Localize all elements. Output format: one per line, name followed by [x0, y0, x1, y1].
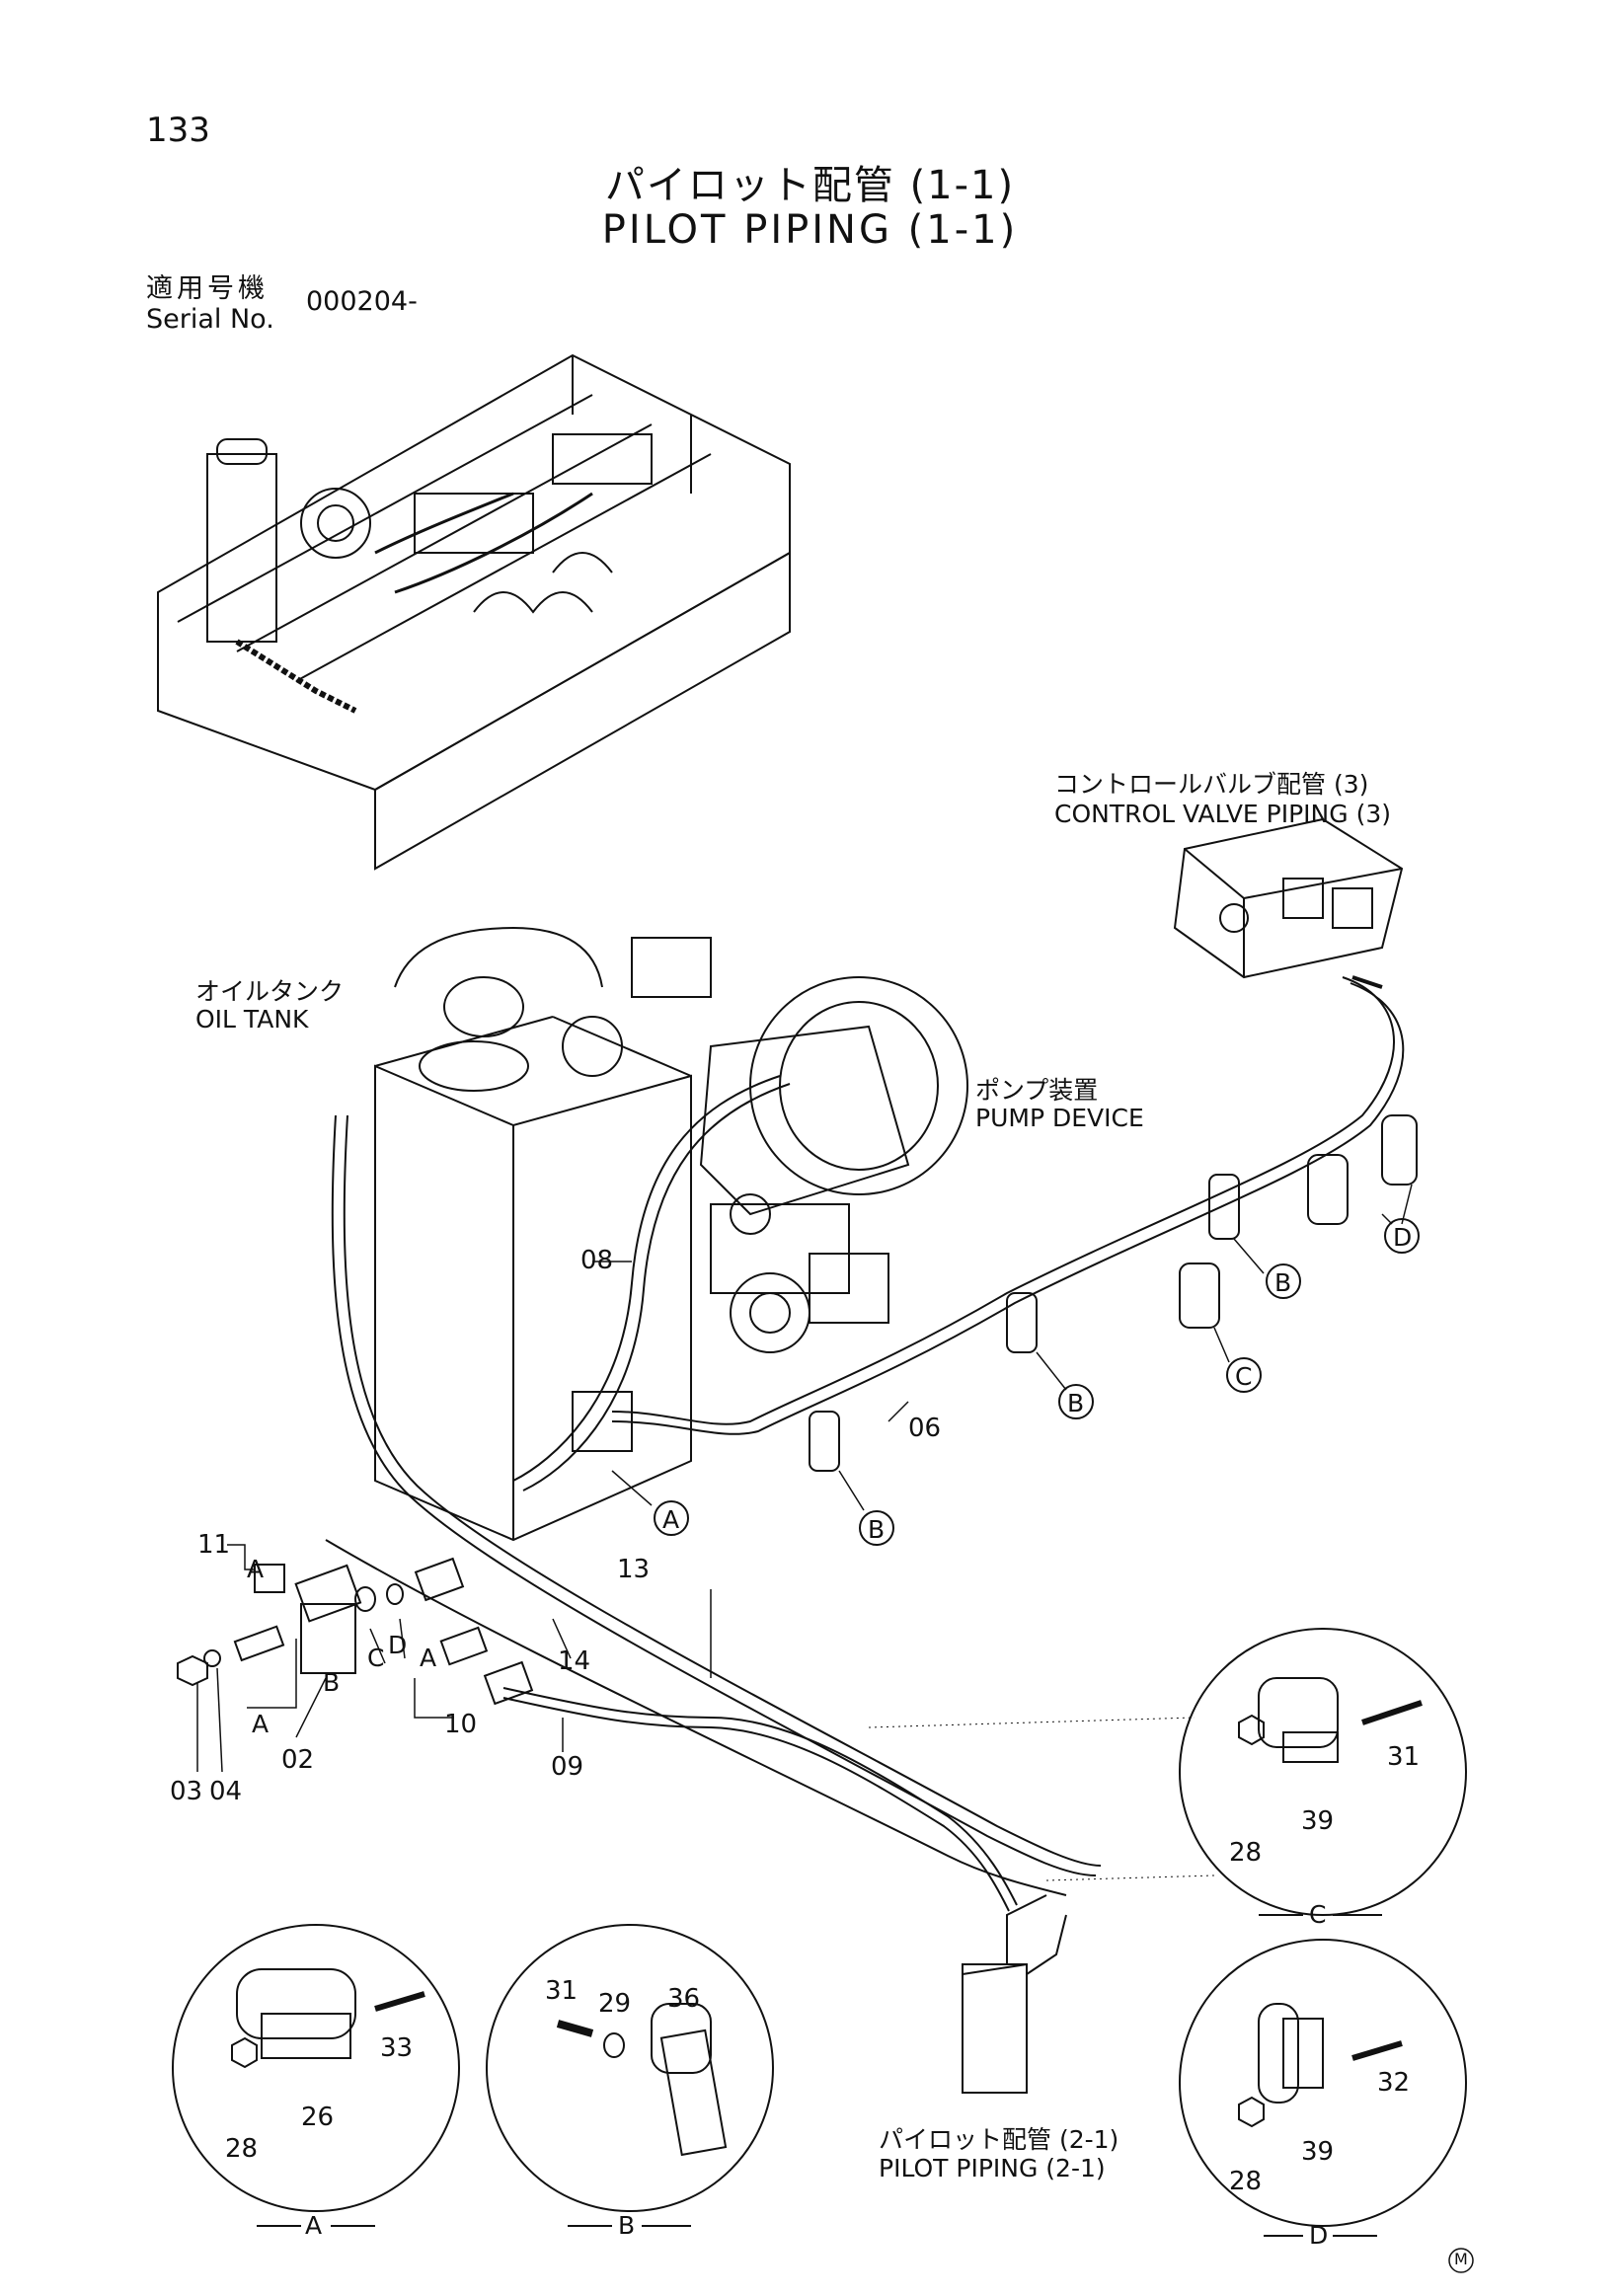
manufacturer-mark: M: [1454, 2250, 1468, 2268]
fitting-letter: A: [247, 1555, 265, 1583]
part-number-label: 11: [197, 1530, 231, 1560]
part-number-label: 08: [580, 1246, 614, 1275]
detail-views: [172, 1628, 1474, 2273]
part-number-label: 13: [617, 1555, 651, 1584]
part-number-label: 33: [380, 2033, 414, 2063]
part-number-label: 31: [545, 1976, 579, 2006]
part-number-label: 02: [281, 1745, 315, 1775]
detail-reference-lines: [868, 1717, 1215, 1881]
pilot-piping-label-en: PILOT PIPING (2-1): [879, 2154, 1106, 2182]
detail-b-circle: [486, 1924, 774, 2212]
pump-device-label-jp: ポンプ装置: [975, 1076, 1099, 1105]
leader-lines: [196, 1184, 1413, 1773]
mark-circle: [1448, 2248, 1474, 2273]
part-number-label: 06: [908, 1414, 942, 1443]
pilot-piping-label-jp: パイロット配管 (2-1): [879, 2125, 1119, 2154]
detail-label-c: C: [1309, 1900, 1327, 1929]
part-number-label: 39: [1301, 1806, 1335, 1836]
part-number-label: 28: [1229, 1838, 1263, 1868]
control-valve-drawing: [1173, 817, 1404, 989]
pipe-routing: [325, 976, 1405, 2094]
fitting-letter: C: [367, 1644, 385, 1672]
fittings: [177, 1557, 534, 1706]
part-number-label: 10: [444, 1710, 478, 1739]
part-number-label: 03: [170, 1777, 203, 1806]
callout-a: [654, 1500, 689, 1536]
fitting-letter: B: [323, 1668, 341, 1697]
part-number-label: 31: [1387, 1742, 1421, 1772]
clamps: [809, 1114, 1418, 1472]
callout-letter-b: B: [1067, 1389, 1085, 1417]
oil-tank-label-jp: オイルタンク: [195, 977, 345, 1006]
fitting-letter: A: [420, 1644, 437, 1672]
part-number-label: 14: [558, 1646, 591, 1676]
detail-label-b: B: [618, 2211, 636, 2240]
callout-letter-b: B: [868, 1515, 886, 1544]
callout-letter-d: D: [1393, 1223, 1413, 1252]
detail-a-circle: [172, 1924, 460, 2212]
machine-overview-drawing: [157, 353, 791, 871]
serial-label-en: Serial No.: [146, 304, 274, 335]
callout-d: [1384, 1218, 1420, 1254]
serial-label-jp: 適用号機: [146, 273, 269, 304]
detail-label-d: D: [1309, 2221, 1329, 2250]
serial-value: 000204-: [306, 286, 418, 317]
callout-b-1: [1266, 1263, 1301, 1299]
page-title-jp: パイロット配管 (1-1): [604, 163, 1016, 208]
detail-label-a: A: [305, 2211, 323, 2240]
control-valve-label-en: CONTROL VALVE PIPING (3): [1054, 800, 1391, 828]
callout-c: [1226, 1357, 1262, 1393]
part-number-label: 28: [1229, 2167, 1263, 2196]
detail-c-circle: [1179, 1628, 1467, 1916]
part-number-label: 32: [1377, 2068, 1411, 2098]
part-number-label: 39: [1301, 2137, 1335, 2167]
callout-b-3: [859, 1510, 894, 1546]
oil-tank-label-en: OIL TANK: [195, 1005, 309, 1033]
detail-d-circle: [1179, 1939, 1467, 2227]
fitting-letter: A: [252, 1710, 270, 1738]
oil-tank-drawing: [374, 926, 712, 1542]
part-number-label: 04: [209, 1777, 243, 1806]
part-number-label: 26: [301, 2103, 335, 2132]
callout-circles: [654, 1218, 1420, 1546]
fitting-letter: D: [388, 1631, 408, 1659]
page-title-en: PILOT PIPING (1-1): [601, 207, 1019, 253]
part-number-label: 29: [598, 1989, 632, 2019]
callout-letter-c: C: [1235, 1362, 1253, 1391]
part-number-label: 28: [225, 2134, 259, 2164]
control-valve-label-jp: コントロールバルブ配管 (3): [1054, 770, 1369, 799]
part-number-label: 09: [551, 1752, 584, 1782]
pump-device-label-en: PUMP DEVICE: [975, 1104, 1144, 1132]
callout-b-2: [1058, 1384, 1094, 1419]
page-number: 133: [146, 111, 210, 150]
callout-letter-a: A: [662, 1505, 680, 1534]
pump-device-drawing: [699, 976, 968, 1353]
part-number-label: 36: [667, 1984, 701, 2014]
callout-letter-b: B: [1274, 1268, 1292, 1297]
